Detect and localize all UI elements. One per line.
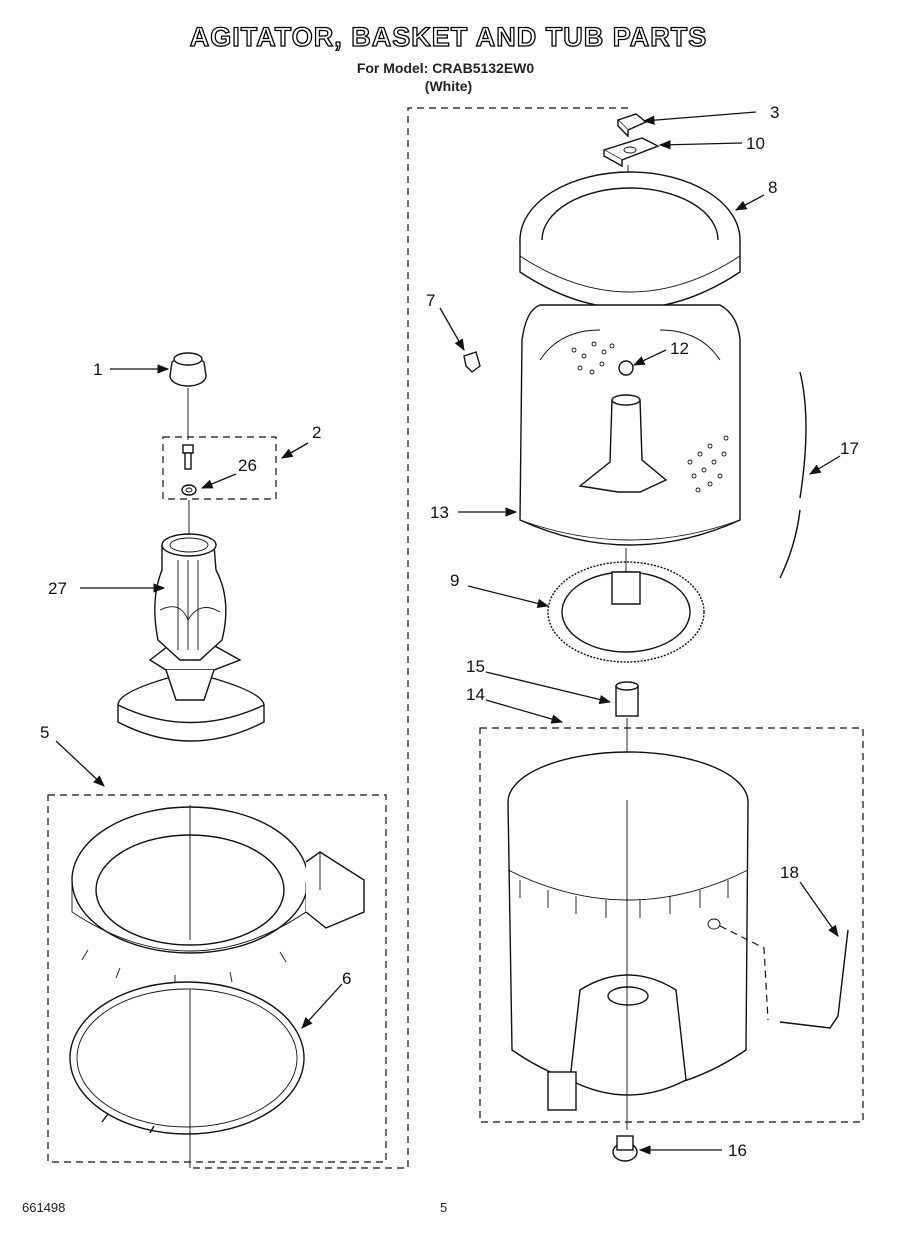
part-bolt xyxy=(181,444,197,496)
part-basket-hub xyxy=(547,548,705,663)
part-bracket xyxy=(602,137,660,168)
color-line: (White) xyxy=(424,78,473,94)
callout-15: 15 xyxy=(466,657,485,676)
callout-5: 5 xyxy=(40,723,49,742)
part-clip xyxy=(616,113,648,138)
part-tub-ring-box xyxy=(47,794,387,1163)
part-nut xyxy=(615,681,639,717)
callout-26: 26 xyxy=(238,456,257,475)
callout-13: 13 xyxy=(430,503,449,522)
callout-6: 6 xyxy=(342,969,351,988)
callout-leaders xyxy=(55,111,841,1155)
callout-7: 7 xyxy=(426,291,435,310)
callout-14: 14 xyxy=(466,685,485,704)
part-agitator-cap xyxy=(169,352,207,440)
part-drain-hose xyxy=(719,925,849,1029)
callout-9: 9 xyxy=(450,571,459,590)
part-hose-segments xyxy=(779,371,807,579)
part-balance-ring xyxy=(519,171,741,310)
part-seal-ring xyxy=(69,981,305,1168)
part-wash-basket xyxy=(519,304,741,546)
callout-3: 3 xyxy=(770,103,779,122)
part-bolt-kit-box xyxy=(162,436,277,500)
part-small-clip xyxy=(463,351,481,373)
callout-17: 17 xyxy=(840,439,859,458)
callout-2: 2 xyxy=(312,423,321,442)
callout-10: 10 xyxy=(746,134,765,153)
part-agitator xyxy=(117,533,265,742)
model-line: For Model: CRAB5132EW0 xyxy=(356,60,535,76)
part-plug xyxy=(612,1135,638,1162)
callout-1: 1 xyxy=(93,360,102,379)
page-number: 5 xyxy=(440,1200,448,1215)
page-title: AGITATOR, BASKET AND TUB PARTS xyxy=(189,21,708,52)
callout-8: 8 xyxy=(768,178,777,197)
callout-12: 12 xyxy=(670,339,689,358)
part-tub-ring xyxy=(71,805,365,985)
part-outer-tub xyxy=(507,751,749,1130)
callout-16: 16 xyxy=(728,1141,747,1160)
part-tub-box xyxy=(479,727,864,1123)
callout-18: 18 xyxy=(780,863,799,882)
callout-27: 27 xyxy=(48,579,67,598)
document-number: 661498 xyxy=(22,1200,66,1215)
assembly-link-line xyxy=(192,107,628,1169)
